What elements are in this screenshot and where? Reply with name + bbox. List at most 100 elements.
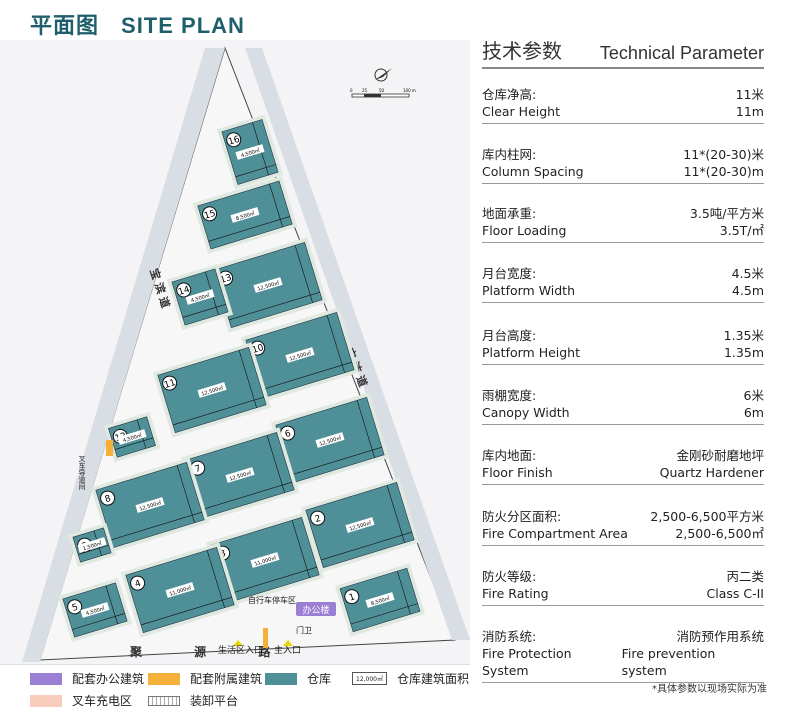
warehouse-number: 2	[314, 514, 322, 525]
param-value-en: 6m	[743, 405, 764, 420]
param-label-zh: 仓库净高:	[482, 87, 537, 102]
warehouse-4: 411,000㎡	[120, 542, 240, 638]
scale-0: 0	[350, 88, 353, 93]
param-value-en: 11m	[735, 104, 764, 119]
param-value-en: 1.35m	[723, 345, 764, 360]
warehouse-number: 4	[134, 579, 143, 590]
title-en: SITE PLAN	[121, 13, 245, 38]
param-value-en: 11*(20-30)m	[683, 164, 764, 179]
legend-ancillary-label: 配套附属建筑	[190, 672, 263, 686]
param-value-zh: 1.35米	[723, 328, 764, 343]
param-label-en: Platform Width	[482, 283, 576, 298]
legend-area-label: 仓库建筑面积	[397, 672, 470, 686]
param-value-zh: 金刚砂耐磨地坪	[676, 448, 764, 463]
param-value-en: 3.5T/㎡	[719, 223, 764, 238]
param-label-en: Fire Compartment Area	[482, 526, 628, 541]
warehouse-number: 11	[163, 378, 177, 391]
warehouse-16: 164,500㎡	[216, 114, 284, 190]
scale-bar: 0 25 50 100 m	[350, 88, 416, 98]
warehouse-12: 124,500㎡	[103, 411, 161, 463]
param-label-en: Platform Height	[482, 345, 581, 360]
page-title: 平面图 SITE PLAN	[30, 8, 245, 40]
param-value-zh: 4.5米	[731, 266, 764, 281]
legend-office-label: 配套办公建筑	[72, 672, 145, 686]
warehouse-number: 7	[194, 464, 202, 475]
legend-charging: 叉车充电区	[30, 692, 132, 709]
param-value-zh: 6米	[743, 388, 764, 403]
warehouse-9: 91,500㎡	[67, 522, 117, 568]
param-label-zh: 消防系统:	[482, 629, 537, 644]
legend-area-tag: 12,000㎡	[352, 672, 387, 685]
param-label-en: Canopy Width	[482, 405, 570, 420]
warehouse-number: 14	[177, 285, 191, 298]
ancillary-building	[106, 440, 113, 456]
warehouse-number: 10	[251, 343, 265, 356]
param-label-zh: 雨棚宽度:	[482, 388, 537, 403]
ancillary-building	[263, 628, 268, 648]
scale-100: 100 m	[403, 88, 416, 93]
params-header-zh: 技术参数	[482, 39, 562, 63]
office-building	[296, 602, 336, 616]
param-label-en: Fire Protection System	[482, 646, 572, 678]
scale-25: 25	[362, 88, 368, 93]
legend-ancillary: 配套附属建筑	[148, 670, 262, 687]
param-value-zh: 丙二类	[726, 569, 764, 584]
param-label-zh: 防火分区面积:	[482, 509, 562, 524]
param-row: 月台宽度: 4.5米 Platform Width 4.5m	[482, 265, 764, 303]
param-label-en: Clear Height	[482, 104, 560, 119]
param-value-zh: 11米	[735, 87, 764, 102]
param-value-en: 2,500-6,500㎡	[675, 526, 764, 541]
bike-parking-label: 自行车停车区	[248, 595, 296, 605]
param-value-zh: 2,500-6,500平方米	[650, 509, 764, 524]
warehouse-14: 144,500㎡	[166, 263, 234, 331]
param-label-en: Fire Rating	[482, 586, 549, 601]
param-label-zh: 月台宽度:	[482, 266, 537, 281]
param-row: 防火等级: 丙二类 Fire Rating Class C-II	[482, 568, 764, 606]
technical-parameters: 技术参数 Technical Parameter 仓库净高: 11米 Clear He…	[482, 38, 764, 683]
param-value-zh: 3.5吨/平方米	[689, 206, 764, 221]
param-value-en: Quartz Hardener	[659, 465, 764, 480]
warehouse-number: 6	[284, 429, 293, 440]
param-label-zh: 库内柱网:	[482, 147, 537, 162]
legend-platform-label: 装卸平台	[190, 694, 239, 708]
main-entrance-label: 主入口	[274, 644, 301, 656]
warehouse-number: 3	[219, 549, 227, 560]
param-value-en: Fire prevention system	[621, 646, 716, 678]
param-row: 防火分区面积: 2,500-6,500平方米 Fire Compartment Ar…	[482, 508, 764, 546]
warehouse-7: 712,500㎡	[180, 427, 300, 523]
legend-charging-label: 叉车充电区	[72, 694, 133, 708]
param-label-zh: 防火等级:	[482, 569, 537, 584]
living-entrance-label: 生活区入口	[218, 644, 263, 656]
road-bottom-label: 聚 源 路	[129, 644, 294, 659]
legend-platform: 装卸平台	[148, 692, 238, 709]
office-label: 办公楼	[302, 604, 329, 616]
param-value-zh: 消防预作用系统	[676, 629, 764, 644]
warehouse-number: 1	[348, 592, 356, 603]
param-label-en: Column Spacing	[482, 164, 584, 179]
params-header-en: Technical Parameter	[599, 43, 764, 63]
title-zh: 平面图	[30, 14, 100, 39]
warehouse-2: 212,500㎡	[300, 477, 420, 573]
guard-label: 门卫	[296, 625, 312, 635]
param-label-zh: 地面承重:	[482, 206, 537, 221]
forklift-label: 叉车导道间	[78, 455, 86, 491]
warehouse-number: 15	[203, 209, 217, 222]
warehouse-3: 311,000㎡	[205, 512, 325, 608]
param-label-en: Floor Finish	[482, 465, 553, 480]
param-row: 消防系统: 消防预作用系统 Fire Protection System Fire p…	[482, 628, 764, 683]
warehouse-number: 8	[104, 494, 113, 505]
warehouse-8: 812,500㎡	[90, 457, 210, 553]
legend-office: 配套办公建筑	[30, 670, 144, 687]
param-value-en: Class C-II	[706, 586, 764, 601]
legend-warehouse: 仓库	[265, 670, 331, 687]
param-label-zh: 库内地面:	[482, 448, 537, 463]
param-value-en: 4.5m	[731, 283, 764, 298]
warehouse-number: 16	[227, 135, 241, 148]
